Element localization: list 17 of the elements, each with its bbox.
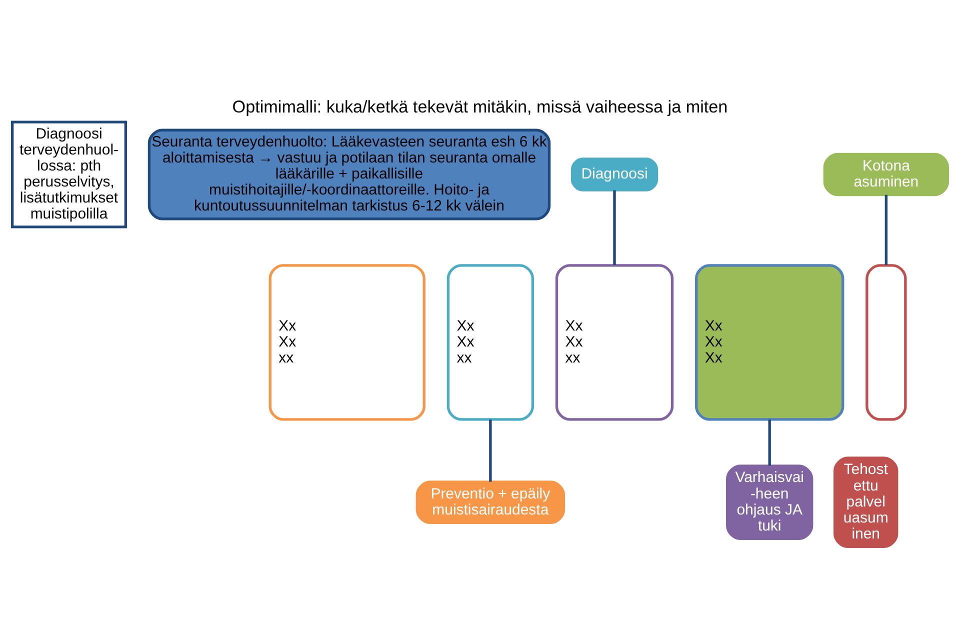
diagram-title: Optimimalli: kuka/ketkä tekevät mitäkin, missä vaiheessa ja miten xyxy=(232,96,728,116)
node-box: Diagnoosi xyxy=(570,157,658,191)
node-box xyxy=(866,264,907,420)
connector xyxy=(768,419,771,466)
node-box: Varhaisvai -heen ohjaus JA tuki xyxy=(726,464,814,540)
node-box: Tehost ettu palvel uasum inen xyxy=(834,456,898,548)
node-box: Kotona asuminen xyxy=(823,152,950,196)
node-box: Xx Xx xx xyxy=(446,264,534,420)
node-box: Xx Xx Xx xyxy=(695,264,844,420)
node-box: Seuranta terveydenhuolto: Lääkevasteen seuranta esh 6 kk aloittamisesta → vastuu ja potilaan tilan seuranta omalle lääkärille + paikallisille muistihoitajille/-koordinaattoreille. Hoito- ja kuntoutussuunnitelman tarkistus 6-12 kk välein xyxy=(148,128,551,220)
node-box: Xx Xx xx xyxy=(268,264,426,420)
node-box: Diagnoosi terveydenhuol- lossa: pth perusselvitys, lisätutkimukset muistipolilla xyxy=(10,120,128,228)
node-box: Xx Xx xx xyxy=(555,264,674,420)
connector xyxy=(613,190,616,265)
node-box: Preventio + epäily muistisairaudesta xyxy=(416,480,566,524)
connector xyxy=(884,194,888,265)
connector xyxy=(489,419,492,482)
